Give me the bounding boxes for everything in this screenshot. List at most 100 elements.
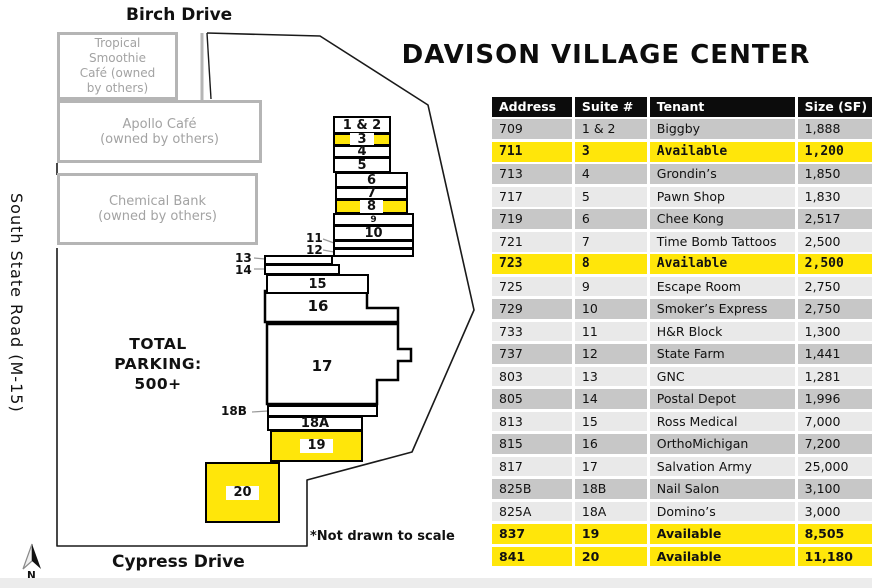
cell-size: 3,000	[797, 501, 872, 522]
cell-suite: 13	[574, 366, 647, 387]
suite-17-label: 17	[312, 357, 333, 375]
column-header-2: Tenant	[649, 97, 795, 117]
suite-16-label: 16	[308, 297, 329, 315]
cell-size: 7,200	[797, 434, 872, 454]
callout-18b: 18B	[221, 404, 247, 418]
site-map-lines: 16 17 N	[22, 32, 475, 582]
cell-suite: 11	[574, 321, 647, 342]
cell-tenant: GNC	[649, 366, 795, 387]
suite-17	[265, 322, 413, 406]
cell-address: 717	[492, 186, 572, 207]
suite-12-strip	[333, 248, 414, 257]
cell-tenant: Time Bomb Tattoos	[649, 231, 795, 252]
not-to-scale-note: *Not drawn to scale	[310, 529, 455, 544]
cell-tenant: Nail Salon	[649, 479, 795, 499]
cell-suite: 7	[574, 231, 647, 252]
cell-suite: 9	[574, 276, 647, 297]
cell-size: 1,281	[797, 366, 872, 387]
cell-address: 725	[492, 276, 572, 297]
building-chemical-bank: Chemical Bank (owned by others)	[57, 173, 258, 245]
callout-14: 14	[235, 263, 252, 277]
cell-tenant: Available	[649, 141, 795, 162]
suite-8: 8	[335, 199, 408, 214]
suite-15: 15	[266, 274, 369, 294]
cell-tenant: Ross Medical	[649, 411, 795, 432]
cell-suite: 15	[574, 411, 647, 432]
callout-12: 12	[306, 243, 323, 257]
cell-size: 1,830	[797, 186, 872, 207]
compass-n-label: N	[27, 570, 36, 582]
cell-suite: 14	[574, 389, 647, 409]
cell-suite: 17	[574, 456, 647, 477]
cell-size: 1,996	[797, 389, 872, 409]
cell-size: 1,850	[797, 164, 872, 185]
cell-tenant: Available	[649, 546, 795, 567]
cell-address: 803	[492, 366, 572, 387]
cell-tenant: Escape Room	[649, 276, 795, 297]
cell-address: 805	[492, 389, 572, 409]
suite-19: 19	[270, 430, 363, 462]
cell-suite: 20	[574, 546, 647, 567]
bottom-band	[0, 578, 872, 588]
property-boundary	[56, 32, 475, 547]
cell-size: 2,517	[797, 209, 872, 230]
cell-tenant: Pawn Shop	[649, 186, 795, 207]
cell-address: 709	[492, 119, 572, 140]
cell-tenant: Smoker’s Express	[649, 299, 795, 319]
cell-tenant: Available	[649, 524, 795, 544]
cell-size: 8,505	[797, 524, 872, 544]
cell-suite: 18B	[574, 479, 647, 499]
cell-size: 1,888	[797, 119, 872, 140]
column-header-1: Suite #	[574, 97, 647, 117]
cell-address: 729	[492, 299, 572, 319]
cell-address: 711	[492, 141, 572, 162]
cell-tenant: Salvation Army	[649, 456, 795, 477]
cell-size: 1,300	[797, 321, 872, 342]
callout-leader-lines	[251, 238, 335, 413]
suite-5: 5	[333, 157, 391, 173]
cell-tenant: Postal Depot	[649, 389, 795, 409]
cell-suite: 5	[574, 186, 647, 207]
cell-suite: 16	[574, 434, 647, 454]
cell-tenant: Grondin’s	[649, 164, 795, 185]
cell-suite: 6	[574, 209, 647, 230]
cell-suite: 10	[574, 299, 647, 319]
parking-total-label: TOTAL PARKING: 500+	[114, 335, 202, 393]
column-header-3: Size (SF)	[797, 97, 872, 117]
cell-address: 813	[492, 411, 572, 432]
cell-tenant: State Farm	[649, 344, 795, 364]
cell-address: 733	[492, 321, 572, 342]
column-header-0: Address	[492, 97, 572, 117]
street-label-south-state-road: South State Road (M-15)	[7, 193, 26, 413]
building-apollo-cafe: Apollo Café (owned by others)	[57, 100, 262, 163]
cell-address: 721	[492, 231, 572, 252]
cell-address: 837	[492, 524, 572, 544]
cell-suite: 1 & 2	[574, 119, 647, 140]
cell-suite: 8	[574, 254, 647, 274]
cell-size: 3,100	[797, 479, 872, 499]
cell-address: 815	[492, 434, 572, 454]
cell-size: 2,500	[797, 254, 872, 274]
cell-size: 2,750	[797, 299, 872, 319]
cell-address: 719	[492, 209, 572, 230]
street-label-cypress-drive: Cypress Drive	[112, 552, 245, 572]
callout-13: 13	[235, 251, 252, 265]
cell-tenant: Biggby	[649, 119, 795, 140]
cell-size: 11,180	[797, 546, 872, 567]
cell-address: 723	[492, 254, 572, 274]
cell-address: 841	[492, 546, 572, 567]
cell-suite: 19	[574, 524, 647, 544]
building-tropical-smoothie: Tropical Smoothie Café (owned by others)	[57, 32, 178, 100]
cell-address: 825B	[492, 479, 572, 499]
cell-size: 25,000	[797, 456, 872, 477]
suite-10: 10	[333, 225, 414, 241]
cell-address: 825A	[492, 501, 572, 522]
suite-16	[263, 289, 400, 324]
cell-address: 817	[492, 456, 572, 477]
north-compass-icon: N	[22, 543, 41, 582]
page-title: DAVISON VILLAGE CENTER	[401, 40, 811, 70]
callout-11: 11	[306, 231, 323, 245]
cell-suite: 18A	[574, 501, 647, 522]
